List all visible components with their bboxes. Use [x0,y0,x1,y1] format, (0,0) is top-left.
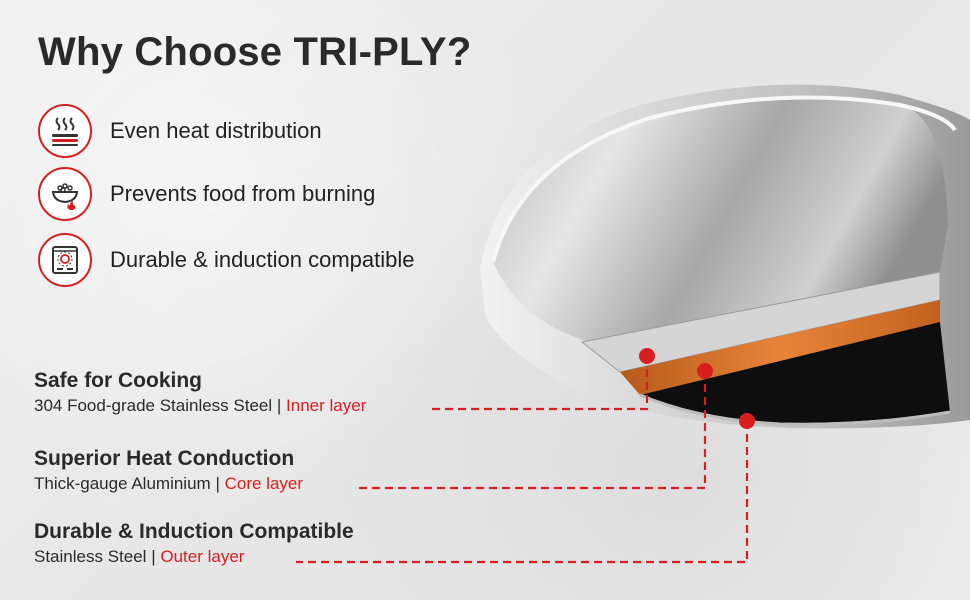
heat-waves-icon [38,104,92,158]
layer-name: Core layer [224,474,304,493]
layer-separator: | [276,396,282,415]
feature-label: Prevents food from burning [110,181,376,206]
outer-layer-connector [296,421,749,564]
layer-name: Outer layer [160,547,245,566]
layer-separator: | [215,474,220,493]
layer-callout-core: Superior Heat Conduction Thick-gauge Alu… [34,447,303,494]
layer-material: 304 Food-grade Stainless Steel [34,396,273,415]
feature-label: Durable & induction compatible [110,247,415,272]
inner-layer-connector [432,356,649,411]
layer-title: Durable & Induction Compatible [34,520,354,543]
feature-label: Even heat distribution [110,118,322,143]
layer-material: Thick-gauge Aluminium [34,474,211,493]
page-title: Why Choose TRI-PLY? [38,30,472,74]
layer-detail: 304 Food-grade Stainless Steel | Inner l… [34,396,366,416]
layer-callout-inner: Safe for Cooking 304 Food-grade Stainles… [34,369,366,416]
layer-detail: Thick-gauge Aluminium | Core layer [34,474,303,494]
pan-inner-surface [493,97,948,342]
feature-even-heat: Even heat distribution [38,104,322,158]
layer-title: Superior Heat Conduction [34,447,295,470]
layer-callout-outer: Durable & Induction Compatible Stainless… [34,520,354,567]
feature-induction: Durable & induction compatible [38,233,415,287]
feature-prevents-burning: Prevents food from burning [38,167,375,221]
layer-name: Inner layer [286,396,367,415]
layer-separator: | [151,547,156,566]
cutaway-outer-steel-layer [640,322,950,424]
layer-detail: Stainless Steel | Outer layer [34,547,354,567]
core-layer-connector [358,371,707,490]
layer-title: Safe for Cooking [34,369,203,392]
layer-material: Stainless Steel [34,547,147,566]
induction-cooktop-icon [38,233,92,287]
food-bowl-flame-icon [38,167,92,221]
